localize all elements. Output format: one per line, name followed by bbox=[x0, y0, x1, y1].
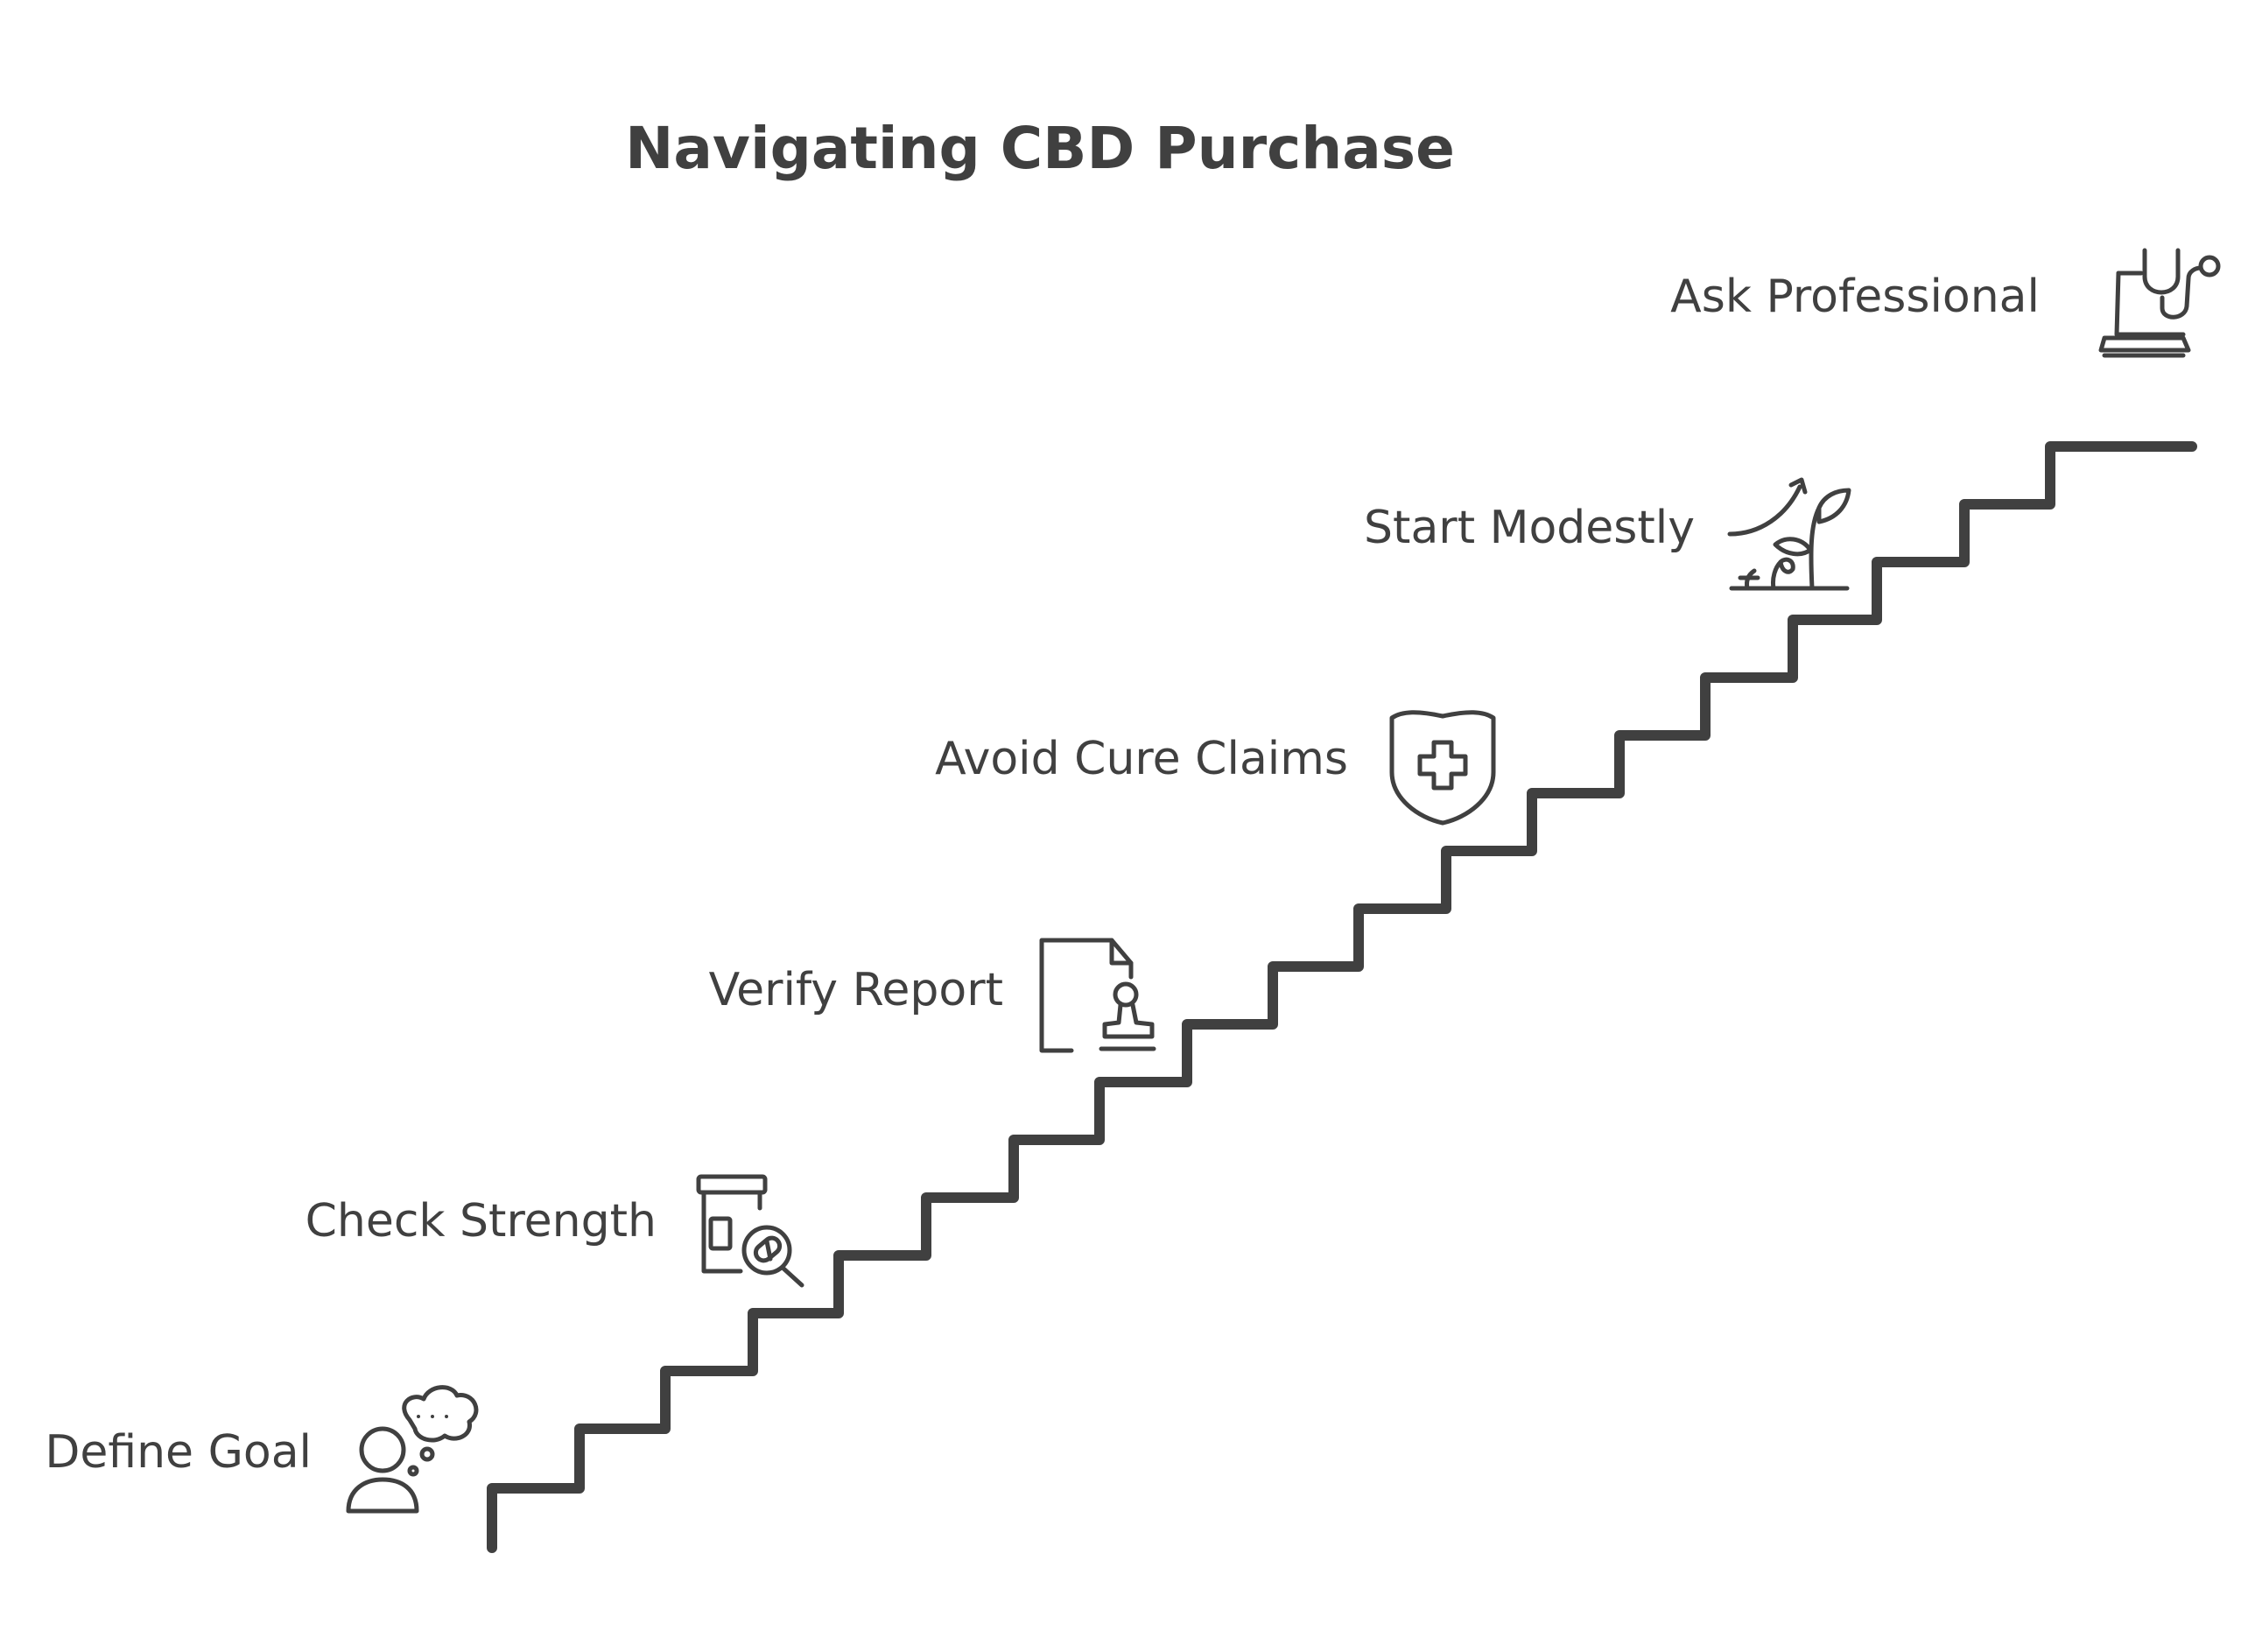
step-label-verify-report: Verify Report bbox=[709, 964, 1003, 1016]
growing-plant-icon bbox=[1727, 477, 1851, 591]
diagram-title: Navigating CBD Purchase bbox=[625, 115, 1455, 182]
step-label-avoid-cure-claims: Avoid Cure Claims bbox=[935, 733, 1348, 785]
step-label-check-strength: Check Strength bbox=[306, 1195, 657, 1248]
step-label-define-goal: Define Goal bbox=[45, 1426, 312, 1479]
step-label-ask-professional: Ask Professional bbox=[1670, 271, 2040, 323]
shield-cross-icon bbox=[1389, 710, 1496, 826]
thinking-person-icon bbox=[346, 1385, 479, 1514]
stethoscope-laptop-icon bbox=[2098, 248, 2221, 358]
document-stamp-icon bbox=[1039, 938, 1156, 1053]
pill-bottle-magnifier-icon bbox=[696, 1174, 804, 1288]
step-label-start-modestly: Start Modestly bbox=[1364, 502, 1695, 554]
staircase bbox=[487, 441, 2197, 1553]
